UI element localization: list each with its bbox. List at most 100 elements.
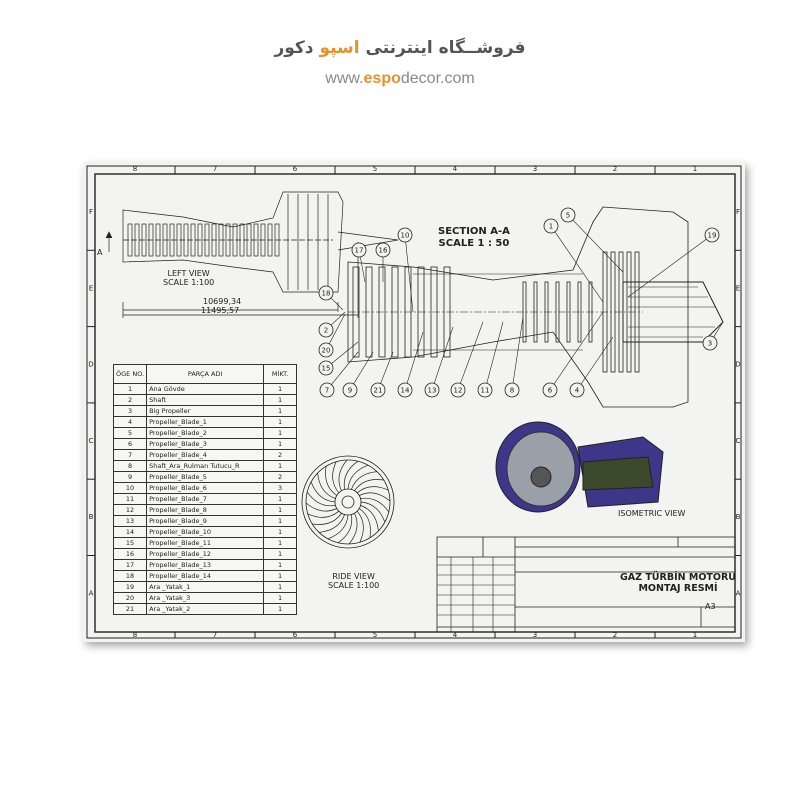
- part-name: Shaft: [146, 394, 265, 406]
- brand-text: فروشــگاه اینترنتی: [365, 38, 526, 58]
- item-no: 16: [112, 548, 148, 560]
- item-no: 12: [112, 504, 148, 516]
- sheet-size: A3: [705, 602, 716, 611]
- quantity: 1: [263, 493, 298, 505]
- part-name: Ara _Yatak_3: [146, 592, 265, 604]
- balloon-callout: 4: [569, 336, 614, 398]
- balloon-number: 9: [348, 387, 352, 395]
- zone-column-label: 6: [293, 165, 298, 173]
- balloon-callout: 10: [397, 227, 414, 313]
- quantity: 1: [263, 570, 298, 582]
- item-no: 19: [112, 581, 148, 593]
- balloon-callout: 11: [477, 321, 504, 398]
- item-no: 13: [112, 515, 148, 527]
- quantity: 2: [263, 449, 298, 461]
- balloon-number: 12: [454, 387, 463, 395]
- item-no: 20: [112, 592, 148, 604]
- balloon-callout: 19: [627, 227, 720, 298]
- zone-column-label: 4: [453, 631, 458, 639]
- zone-column-label: 4: [453, 165, 458, 173]
- part-name: Ara _Yatak_2: [146, 603, 265, 615]
- balloon-number: 20: [322, 347, 331, 355]
- quantity: 2: [263, 471, 298, 483]
- zone-row-label: D: [735, 361, 740, 369]
- zone-column-label: 5: [373, 631, 377, 639]
- zone-column-label: 7: [213, 631, 217, 639]
- dimension-total: 11495,57: [201, 306, 240, 315]
- left-view-drawing: [105, 191, 399, 318]
- part-name: Propeller_Blade_3: [146, 438, 265, 450]
- item-no: 14: [112, 526, 148, 538]
- header-quantity: MİKT.: [263, 364, 298, 384]
- part-name: Propeller_Blade_10: [146, 526, 265, 538]
- zone-column-label: 7: [213, 165, 217, 173]
- zone-row-label: E: [736, 284, 740, 292]
- zone-column-label: 8: [133, 631, 137, 639]
- title-line: MONTAJ RESMİ: [638, 583, 718, 594]
- brand-accent-text: اسپو: [319, 38, 360, 58]
- part-name: Propeller_Blade_4: [146, 449, 265, 461]
- quantity: 1: [263, 548, 298, 560]
- zone-row-label: C: [89, 437, 94, 445]
- part-name: Propeller_Blade_2: [146, 427, 265, 439]
- balloon-callout: 3: [702, 321, 724, 351]
- balloon-callout: 20: [318, 313, 346, 358]
- part-name: Shaft_Ara_Rulman Tutucu_R: [146, 460, 265, 472]
- zone-row-label: B: [89, 513, 94, 521]
- quantity: 1: [263, 427, 298, 439]
- isometric-view-label: ISOMETRIC VIEW: [618, 509, 686, 518]
- zone-column-label: 5: [373, 165, 377, 173]
- item-no: 9: [112, 471, 148, 483]
- item-no: 15: [112, 537, 148, 549]
- part-name: Propeller_Blade_12: [146, 548, 265, 560]
- title-block: [436, 536, 736, 633]
- zone-column-label: 1: [693, 631, 697, 639]
- zone-column-label: 3: [533, 631, 537, 639]
- zone-column-label: 1: [693, 165, 697, 173]
- quantity: 1: [263, 581, 298, 593]
- item-no: 21: [112, 603, 148, 615]
- balloon-callout: 21: [370, 351, 394, 398]
- item-no: 2: [112, 394, 148, 406]
- view-scale: SCALE 1:100: [163, 278, 215, 287]
- balloon-number: 14: [401, 387, 410, 395]
- zone-row-label: D: [88, 361, 93, 369]
- zone-row-label: E: [89, 284, 93, 292]
- zone-column-label: 2: [613, 165, 617, 173]
- part-name: Big Propeller: [146, 405, 265, 417]
- zone-column-label: 3: [533, 165, 537, 173]
- balloon-callout: 9: [342, 351, 374, 398]
- ride-view-drawing: [301, 455, 395, 549]
- balloon-number: 5: [566, 212, 570, 220]
- quantity: 1: [263, 515, 298, 527]
- zone-column-label: 6: [293, 631, 298, 639]
- part-name: Propeller_Blade_5: [146, 471, 265, 483]
- zone-row-label: F: [736, 208, 740, 216]
- balloon-callout: 14: [397, 331, 424, 398]
- balloon-number: 7: [325, 387, 329, 395]
- header-item-no: ÖGE NO.: [112, 364, 148, 384]
- quantity: 1: [263, 592, 298, 604]
- header-part-name: PARÇA ADI: [146, 364, 265, 384]
- part-name: Propeller_Blade_6: [146, 482, 265, 494]
- quantity: 1: [263, 537, 298, 549]
- item-no: 3: [112, 405, 148, 417]
- balloon-callout: 5: [560, 207, 624, 273]
- url-accent: espo: [363, 70, 401, 87]
- item-no: 18: [112, 570, 148, 582]
